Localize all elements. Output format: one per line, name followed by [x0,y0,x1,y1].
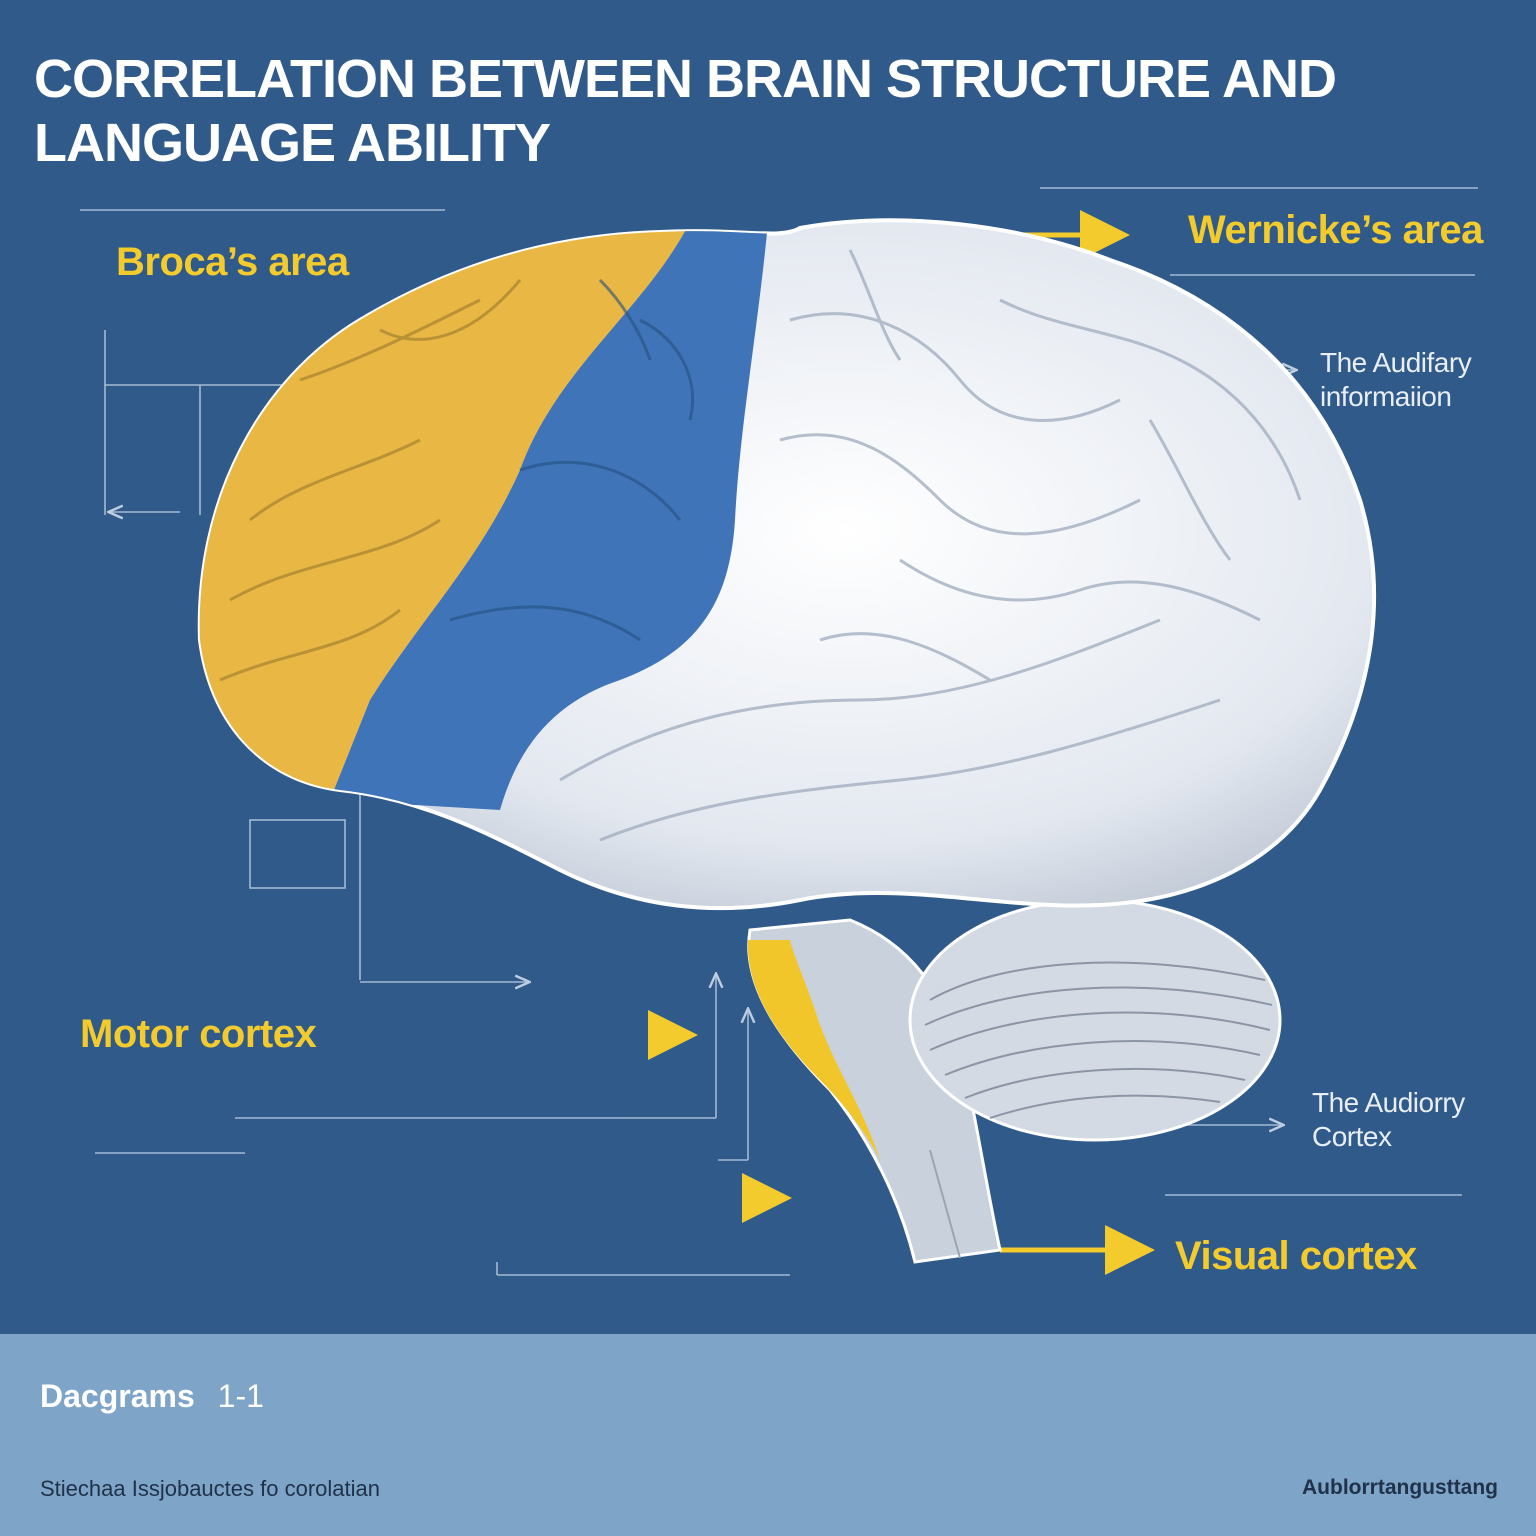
footer-heading: Dacgrams 1-1 [40,1378,264,1415]
label-motor-cortex: Motor cortex [80,1012,317,1056]
footer-tag: Aublorrtangusttang [1302,1476,1498,1499]
footer-band: Dacgrams 1-1 Stiechaa Issjobauctes fo co… [0,1334,1536,1536]
label-auditory-cortex: The Audiorry Cortex [1312,1087,1465,1152]
cerebrum [197,218,1377,910]
precentral-region-blue [330,220,770,810]
label-wernicke-area: Wernicke’s area [1188,208,1483,252]
footer-heading-text: Dacgrams [40,1378,195,1414]
yellow-arrows [240,210,1155,1275]
label-broca-area: Broca’s area [116,240,349,284]
footer-heading-mark: 1-1 [217,1378,264,1414]
diagram-title: CORRELATION BETWEEN BRAIN STRUCTURE AND … [34,49,1337,173]
footer-note: Stiechaa Issjobauctes fo corolatian [40,1476,380,1501]
label-auditory-information: The Audifary informaiion [1320,347,1472,412]
cerebellum [908,898,1282,1142]
label-visual-cortex: Visual cortex [1175,1234,1417,1278]
